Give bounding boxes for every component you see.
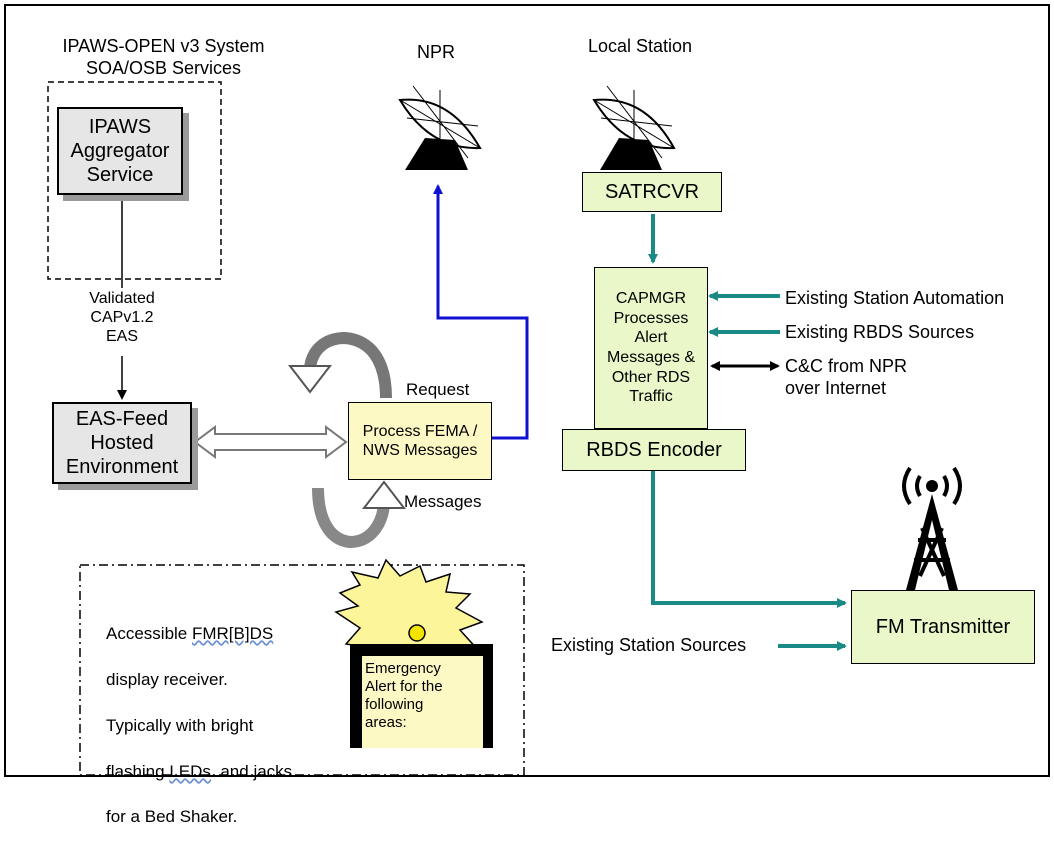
receiver-line1b: FMR[B]DS [191,623,274,643]
process-to-npr-arrow [433,184,529,440]
local-station-satellite-dish-icon [592,85,676,170]
receiver-screen-text: Emergency Alert for the following areas: [362,656,483,748]
validated-label: Validated CAPv1.2 EAS [89,290,155,346]
receiver-line1a: Accessible [106,623,192,643]
request-arrowhead [287,365,333,394]
page-border [4,4,1050,777]
rbds-encoder-box: RBDS Encoder [562,429,746,471]
capmgr-box: CAPMGR Processes Alert Messages & Other … [594,267,708,429]
messages-curve-arrow [312,487,390,549]
rbds-sources-label: Existing RBDS Sources [785,322,975,342]
diagram-canvas: IPAWS-OPEN v3 System SOA/OSB Services IP… [4,4,1050,826]
messages-arrowhead [361,480,407,509]
station-sources-label: Existing Station Sources [551,635,747,655]
soa-title: IPAWS-OPEN v3 System SOA/OSB Services [62,36,265,78]
station-automation-label: Existing Station Automation [785,288,1005,308]
request-curve-arrow [304,331,392,399]
request-label: Request [406,380,470,399]
npr-satellite-dish-icon [398,85,482,170]
receiver-line4b: LEDs [169,761,211,781]
receiver-description: Accessible FMR[B]DS display receiver. Ty… [106,600,292,852]
local-station-label: Local Station [588,36,693,56]
process-messages-box: Process FEMA / NWS Messages [348,402,492,480]
encoder-to-transmitter-arrow [651,471,847,608]
cc-from-npr-label: C&C from NPR over Internet [785,356,908,398]
soa-services-region [47,81,222,280]
fm-transmitter-box: FM Transmitter [851,590,1035,664]
receiver-line5: for a Bed Shaker. [106,807,238,827]
aggregator-service-box: IPAWS Aggregator Service [57,107,183,195]
receiver-display: Emergency Alert for the following areas: [350,644,493,748]
receiver-line3: Typically with bright [106,715,254,735]
eas-process-double-arrow [193,425,348,459]
messages-label: Messages [404,492,482,511]
npr-label: NPR [417,42,456,62]
receiver-region [79,564,525,776]
receiver-line4a: flashing [106,761,170,781]
radio-tower-icon [902,466,962,590]
satrcvr-box: SATRCVR [582,172,722,212]
receiver-line2: display receiver. [106,669,228,689]
receiver-line4c: and jacks [210,761,293,781]
eas-feed-box: EAS-Feed Hosted Environment [52,402,192,484]
